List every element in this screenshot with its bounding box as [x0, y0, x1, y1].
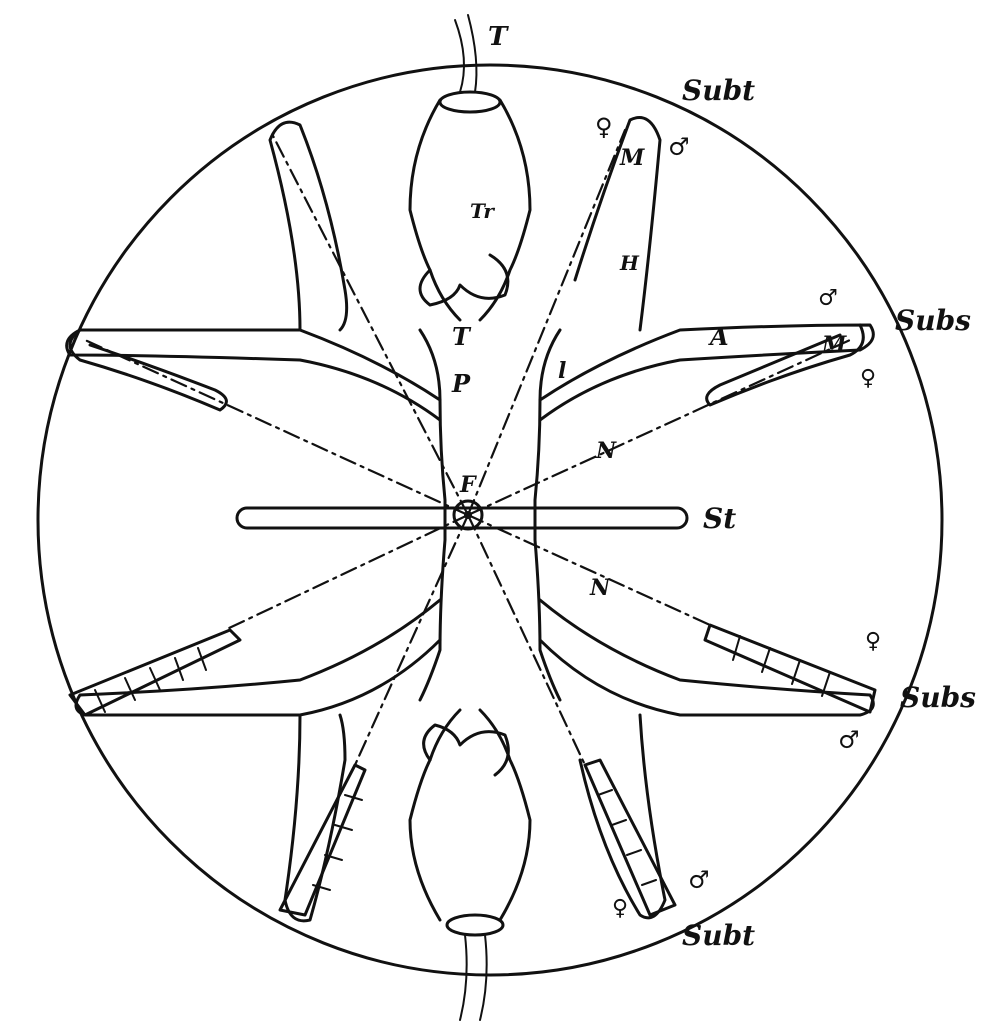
comb-row-lower-right [583, 758, 677, 917]
nerve-line-7 [353, 513, 470, 767]
label-p: P [451, 369, 471, 398]
female-symbol-top: ♀ [595, 112, 613, 141]
label-subs-right-upper: Subs [895, 304, 971, 337]
male-symbol-right-upper: ♂ [818, 285, 838, 311]
tentacle-bottom [459, 934, 488, 1021]
canal-right-wing-upper [705, 323, 865, 407]
nerve-line-1 [268, 128, 470, 517]
nerve-line-2 [466, 128, 627, 517]
male-symbol-top: ♂ [668, 132, 690, 161]
label-h: H [619, 251, 640, 275]
label-t-mid: T [452, 322, 472, 351]
canal-lower-left-lobe [283, 713, 347, 923]
canal-left-wing-upper [68, 328, 228, 412]
label-m-right: M [821, 332, 847, 358]
comb-row-lower-right-wing [703, 623, 877, 714]
nerve-line-3 [83, 338, 470, 517]
bulb-lower [422, 723, 510, 777]
central-canal-body [418, 328, 562, 702]
nerve-line-8 [466, 513, 587, 767]
label-l: l [558, 358, 566, 384]
nerve-line-6 [466, 513, 712, 627]
body-outline-circle [36, 63, 944, 977]
label-a: A [708, 322, 729, 351]
label-subt-bottom: Subt [682, 919, 755, 952]
canal-lower-right-lobe [578, 713, 667, 920]
label-n-lower: N [589, 575, 611, 601]
label-subs-right-lower: Subs [900, 681, 976, 714]
label-tentacle-top: T [488, 22, 509, 52]
comb-row-lower-left-wing [68, 628, 242, 717]
label-st: St [703, 502, 736, 535]
male-symbol-bottom: ♂ [688, 865, 710, 894]
label-f: F [459, 472, 477, 498]
female-symbol-right-lower: ♀ [865, 628, 881, 654]
label-tr: Tr [470, 199, 495, 223]
label-subt-top: Subt [682, 74, 755, 107]
nerve-line-5 [223, 513, 470, 632]
female-symbol-right-upper: ♀ [860, 365, 876, 391]
tentacle-sheath-bottom [408, 708, 532, 922]
nerve-line-4 [466, 338, 852, 517]
tentacle-base-bottom [445, 913, 505, 937]
label-m-upper: M [619, 145, 645, 171]
tentacle-base-top [438, 90, 502, 114]
canal-upper-left-lobe [268, 120, 349, 332]
arm-upper-left [65, 328, 442, 422]
female-symbol-bottom: ♀ [612, 895, 628, 921]
tentacle-top [454, 14, 478, 93]
male-symbol-right-lower: ♂ [838, 725, 860, 754]
bulb-upper [418, 253, 510, 307]
canal-upper-right-lobe [573, 116, 662, 332]
arm-lower-right [538, 598, 875, 717]
arm-upper-right [538, 323, 875, 422]
label-n-upper: N [595, 438, 617, 464]
tentacle-sheath-top [408, 98, 532, 322]
central-organ [452, 499, 484, 531]
comb-row-lower-left [278, 763, 367, 917]
arm-lower-left [74, 598, 442, 717]
